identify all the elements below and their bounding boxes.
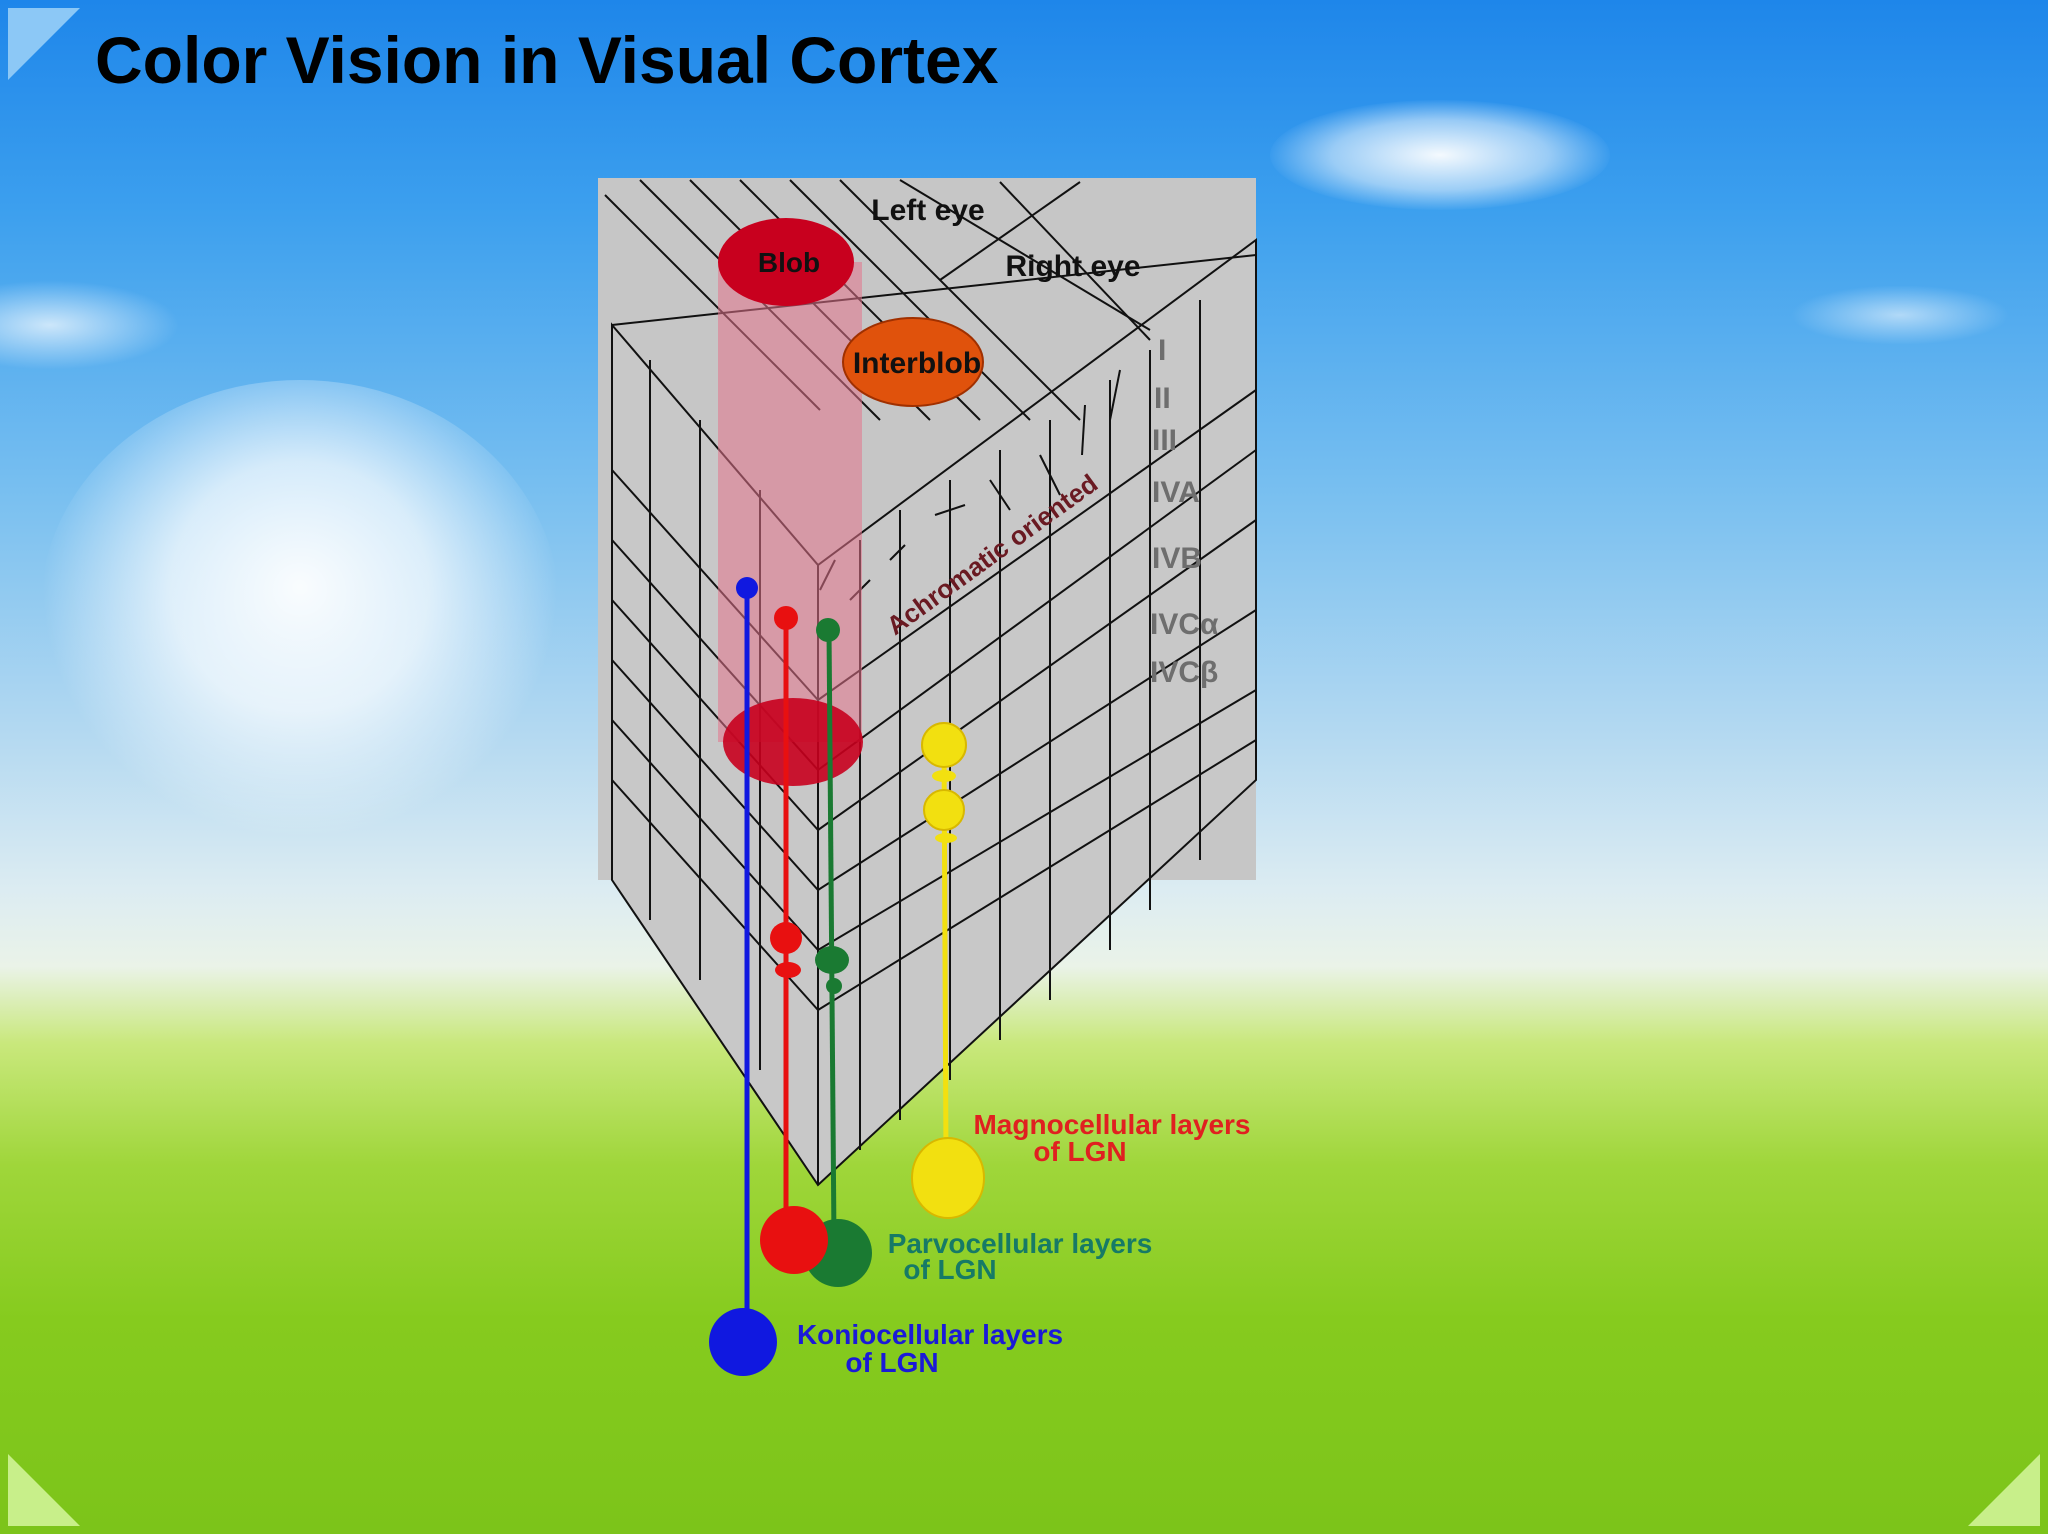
corner-triangle-bottom-left [8,1454,80,1526]
parvo-red-terminal [774,606,798,630]
konio-label-line1: Koniocellular layers [797,1319,1063,1350]
konio-cell-body [709,1308,777,1376]
interblob-region [842,317,984,407]
konio-label-line2: of LGN [845,1347,938,1378]
corner-triangle-bottom-right [1968,1454,2040,1526]
slide-title: Color Vision in Visual Cortex [95,23,999,97]
konio-terminal [736,577,758,599]
parvo-green-terminal [816,618,840,642]
right-face-layer-lines [817,300,1257,1150]
magno-terminal-tail [935,833,957,843]
parvo-green-relay-small [826,978,842,994]
magno-label-line2: of LGN [1033,1136,1126,1167]
magno-terminal-upper [921,722,967,768]
blob-bottom [723,698,863,786]
left-eye-label: Left eye [871,194,984,227]
cortical-layer-labels: I II III IVA IVB IVCα IVCβ [1150,334,1219,689]
parvo-green-axon [826,629,837,1241]
parvo-green-relay [815,946,849,974]
corner-triangle-top-left [8,8,80,80]
cloud-right [1270,100,1610,210]
layer-label-iii: III [1152,424,1177,457]
dandelion-glow [40,380,560,840]
blob-column [718,262,862,742]
layer-label-iva: IVA [1152,476,1200,509]
magno-terminal-lower [923,789,965,831]
magno-terminal-neck [932,770,956,782]
parvo-red-relay [770,922,802,954]
parvo-label-line2: of LGN [903,1254,996,1285]
cloud-far-right [1790,285,2010,345]
layer-label-ii: II [1154,382,1171,415]
blob-label: Blob [758,247,820,278]
layer-label-ivca: IVCα [1150,608,1219,641]
blob-top [718,218,854,306]
right-eye-label: Right eye [1005,250,1140,283]
interblob-label: Interblob [853,347,981,380]
layer-label-i: I [1158,334,1166,367]
parvo-label-line1: Parvocellular layers [888,1228,1153,1259]
magno-cell-body [911,1137,985,1219]
magno-label-line1: Magnocellular layers [973,1109,1250,1140]
orientation-ticks [819,369,1121,601]
parvo-red-cell-body [760,1206,828,1274]
layer-label-ivb: IVB [1152,542,1202,575]
layer-label-ivcb: IVCβ [1150,656,1218,689]
parvo-red-relay-small [775,962,801,978]
